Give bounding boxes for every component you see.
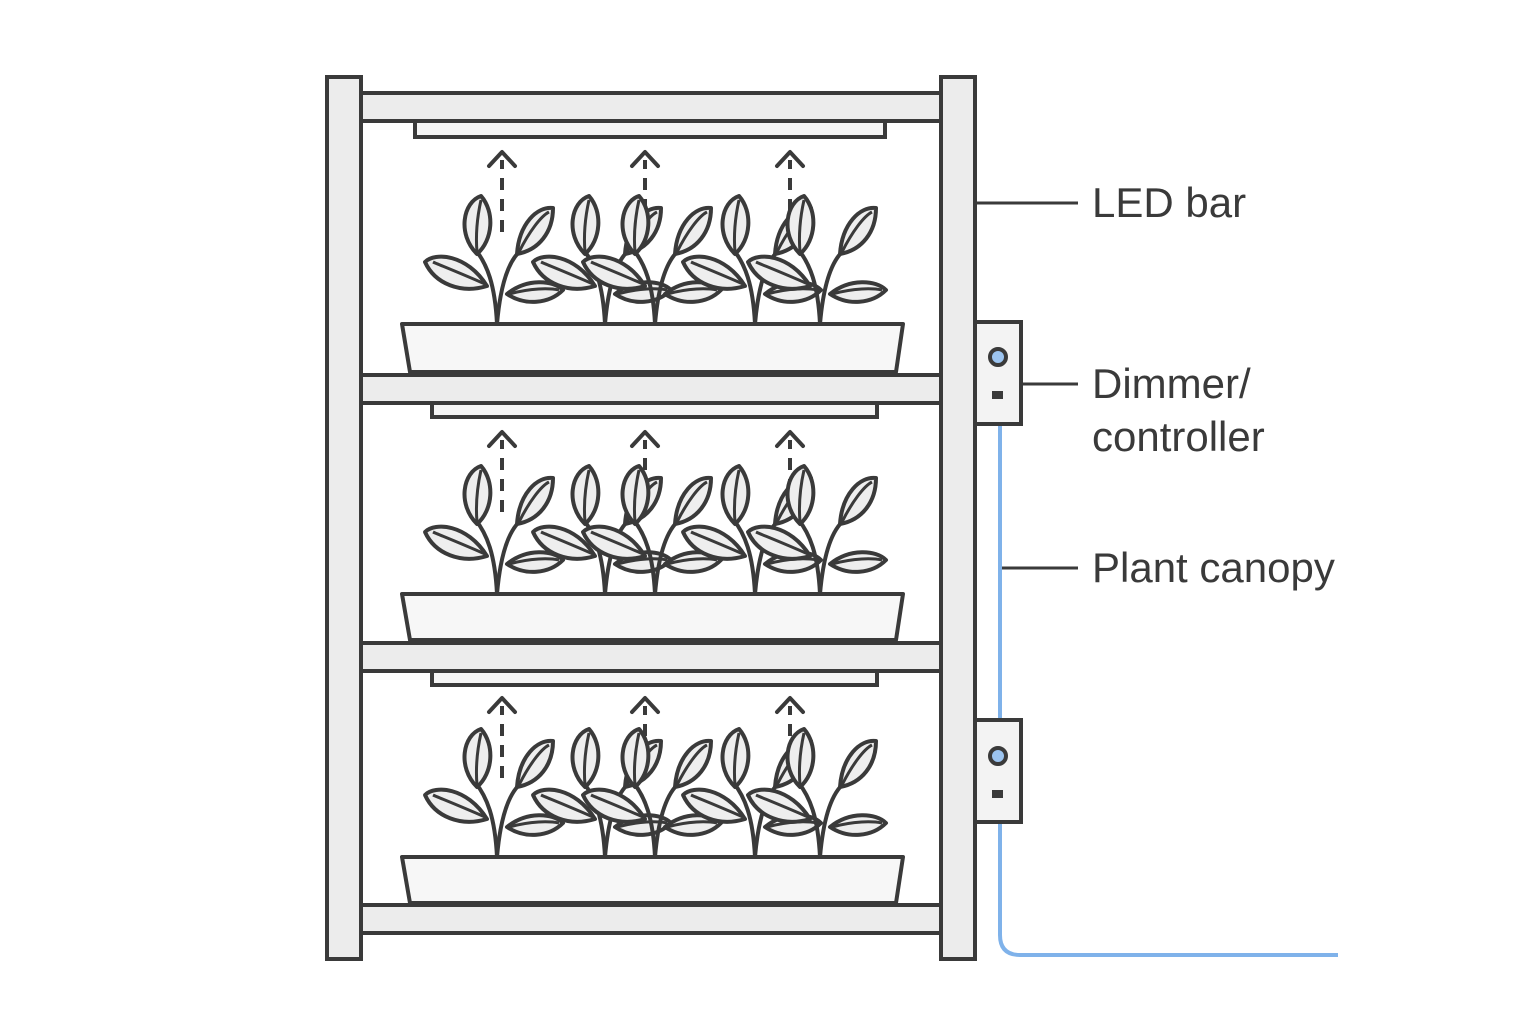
indicator-light-icon [988, 746, 1008, 766]
power-cable [998, 420, 1338, 957]
plants-level-2 [423, 464, 888, 596]
frame-post-left [325, 75, 363, 961]
led-bar-3 [430, 669, 879, 687]
plants-level-3 [423, 727, 888, 859]
shelf-level-3 [353, 903, 947, 935]
frame-post-right [939, 75, 977, 961]
led-bar-1 [413, 119, 887, 139]
shelf-level-1 [353, 373, 947, 405]
label-dimmer-line1: Dimmer/ [1092, 360, 1251, 407]
dimmer-controller-lower [973, 718, 1023, 824]
indicator-light-icon [988, 347, 1008, 367]
tray-level-1 [400, 322, 905, 374]
label-led-bar: LED bar [1092, 179, 1246, 226]
tray-level-2 [400, 592, 905, 642]
label-plant-canopy: Plant canopy [1092, 544, 1335, 591]
dimmer-controller-upper [973, 320, 1023, 426]
switch-icon [992, 790, 1003, 798]
label-dimmer-line2: controller [1092, 413, 1265, 460]
plants-level-1 [423, 194, 888, 326]
tray-level-3 [400, 855, 905, 905]
shelf-level-2 [353, 641, 947, 673]
led-bar-2 [430, 401, 879, 419]
switch-icon [992, 391, 1003, 399]
shelf-top [353, 91, 947, 123]
